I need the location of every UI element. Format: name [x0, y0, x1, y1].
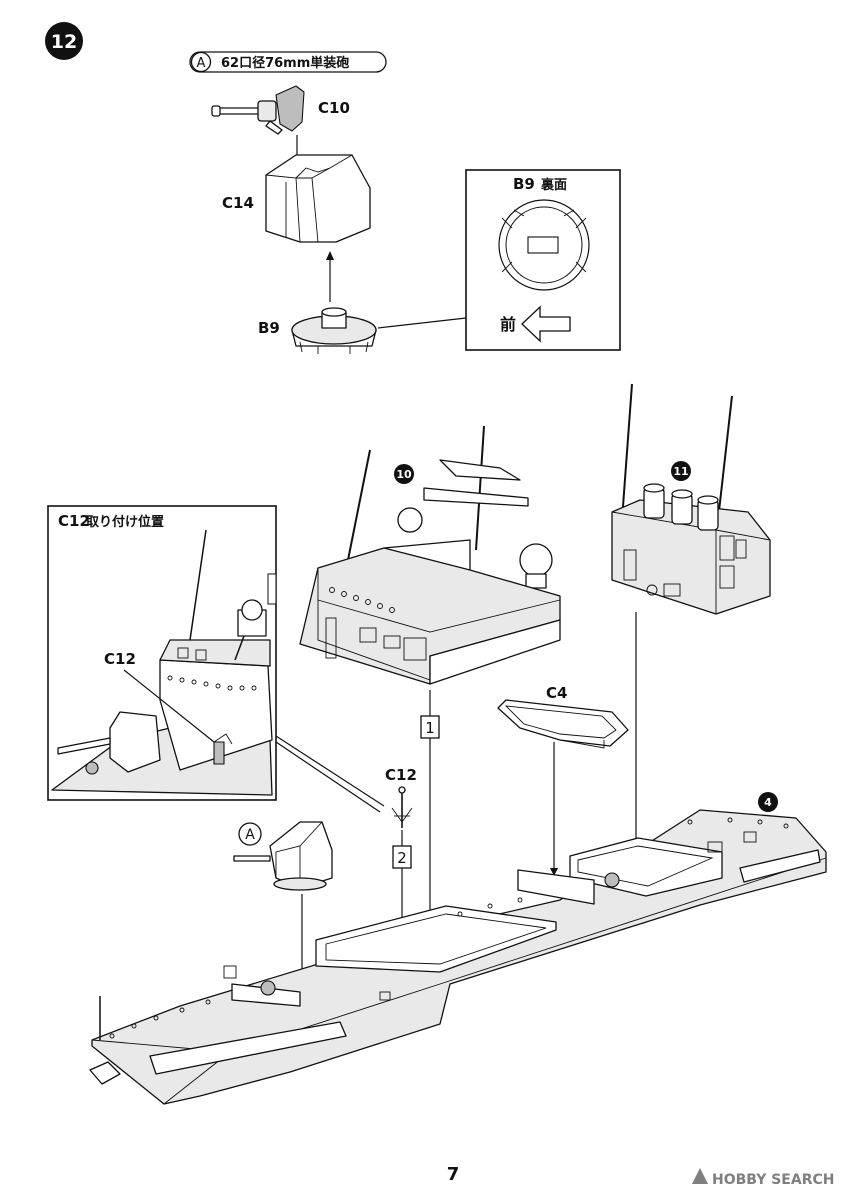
order-callout-2: 2 — [397, 849, 407, 867]
inset-c12-position: C12 取り付け位置 C12 — [47, 505, 277, 801]
gun-a-assembly: A — [233, 821, 333, 891]
watermark-text: HOBBY SEARCH — [712, 1172, 834, 1188]
part-c14-turret — [265, 154, 371, 243]
label-c12-main: C12 — [385, 766, 417, 784]
hull-marker: 4 — [764, 796, 772, 809]
gun-a-marker: A — [245, 827, 255, 843]
part-c10-barrel — [211, 85, 305, 135]
inset-b9-underside: B9 裏面 前 — [465, 169, 621, 351]
watermark-logo-icon — [692, 1168, 708, 1184]
order-callout-1: 1 — [425, 719, 435, 737]
hull-assembly: 4 — [89, 792, 827, 1105]
label-c4: C4 — [546, 684, 567, 702]
part-c12-anchor — [391, 786, 413, 828]
page-number: 7 — [447, 1164, 460, 1185]
label-c14: C14 — [222, 194, 254, 212]
bridge-marker: 10 — [396, 468, 412, 481]
funnel-assembly: 11 — [611, 383, 771, 615]
watermark: HOBBY SEARCH — [692, 1168, 834, 1188]
inset-c12-part-label: C12 — [104, 650, 136, 668]
gun-caption-marker: A — [197, 56, 206, 71]
inset-b9-direction-label: 前 — [500, 315, 516, 334]
label-b9: B9 — [258, 319, 280, 337]
gun-caption-text: 62口径76mm単装砲 — [221, 55, 349, 71]
bridge-assembly: 10 — [299, 425, 561, 685]
inset-b9-title-part: B9 — [513, 175, 535, 193]
inset-b9-title-suffix: 裏面 — [540, 177, 567, 193]
funnel-marker: 11 — [673, 465, 688, 478]
step-number-badge: 12 — [45, 22, 83, 60]
order-callout-1-box — [420, 715, 440, 739]
gun-caption: A 62口径76mm単装砲 — [189, 51, 387, 73]
part-b9-base — [291, 307, 377, 354]
order-callout-2-box — [392, 845, 412, 869]
part-c4-boat — [497, 699, 629, 749]
inset-c12-title-part: C12 — [58, 512, 90, 530]
inset-c12-title-suffix: 取り付け位置 — [86, 514, 164, 530]
label-c10: C10 — [318, 99, 350, 117]
step-number: 12 — [51, 31, 77, 53]
